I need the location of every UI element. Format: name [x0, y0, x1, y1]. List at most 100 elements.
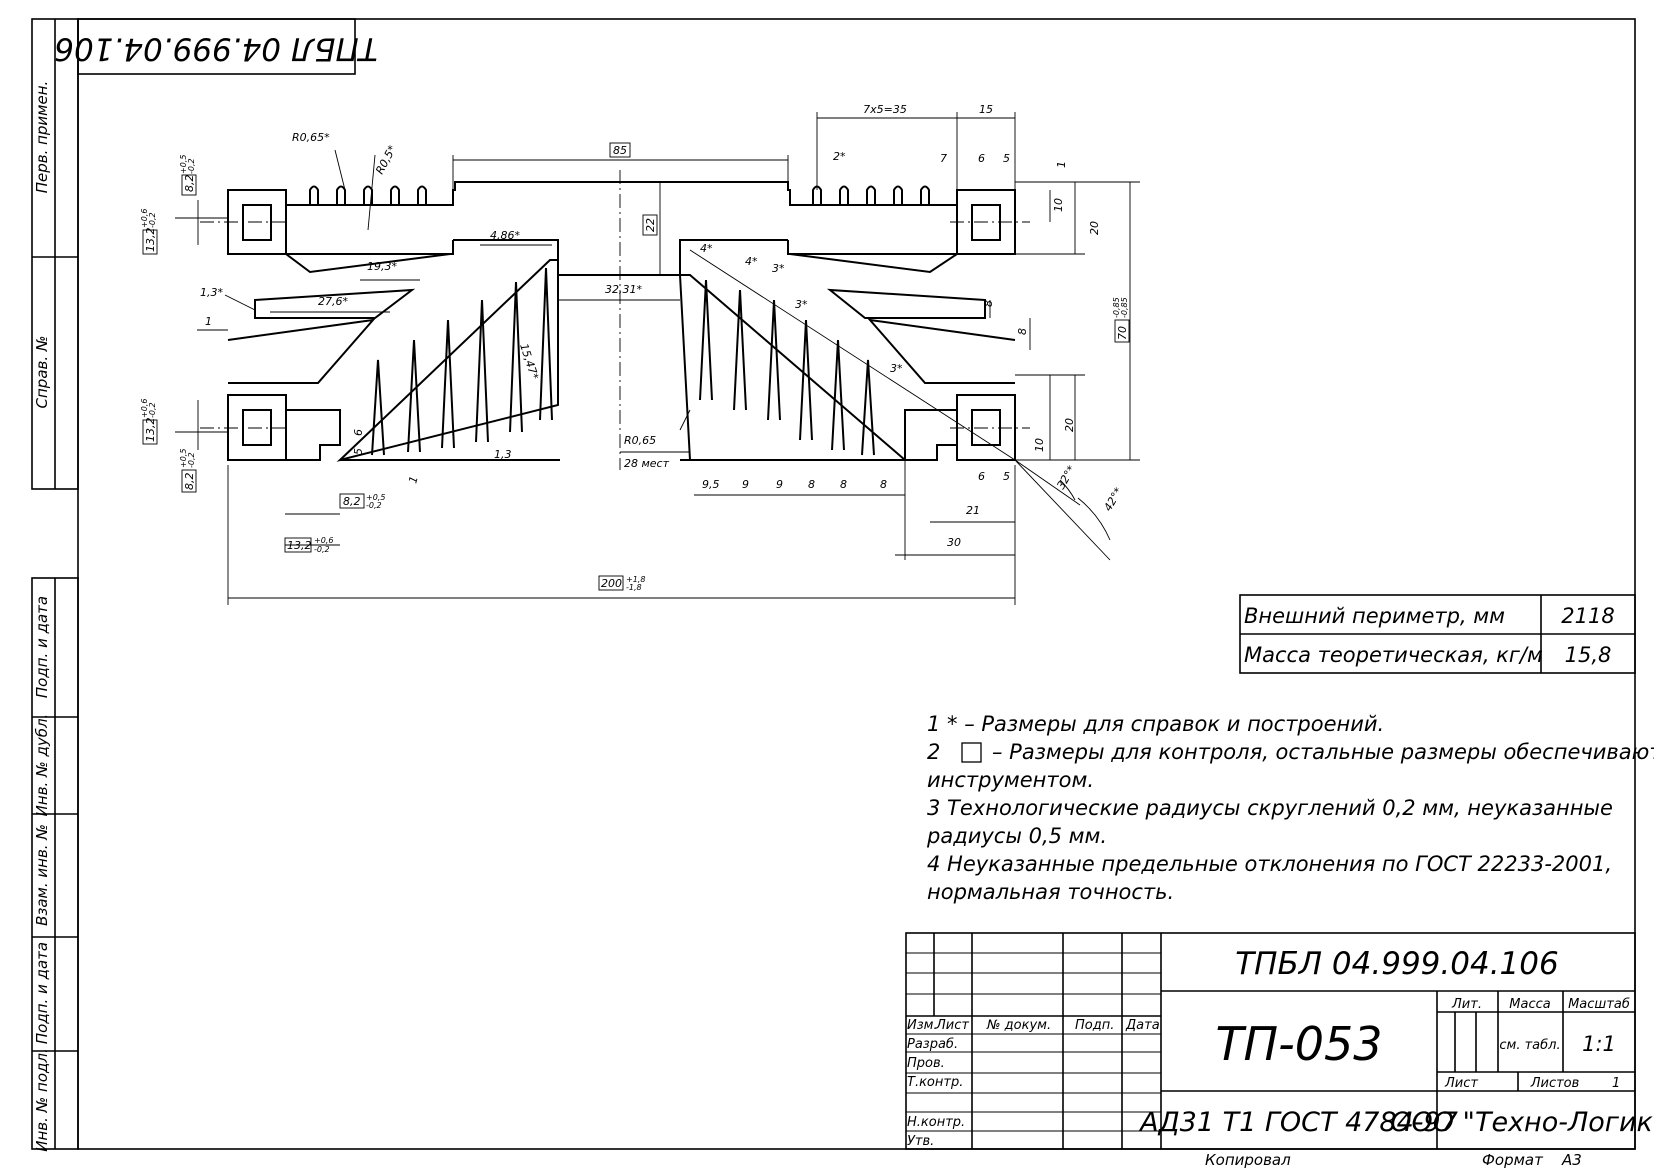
- dim-1-bottom: 1: [406, 475, 420, 485]
- side-label-inv-dubl: Инв. № дубл.: [33, 714, 51, 817]
- dim-r065-a: R0,65*: [292, 131, 330, 144]
- dim-3s-a: 3*: [772, 262, 785, 275]
- tb-col-data: Дата: [1125, 1018, 1160, 1033]
- note-1: 1 * – Размеры для справок и построений.: [927, 712, 1384, 736]
- dim-8-b: 8: [1016, 328, 1029, 335]
- dim-82-bottom-h-tol-dn: -0,2: [366, 501, 382, 510]
- properties-table: Внешний периметр, мм 2118 Масса теоретич…: [1239, 594, 1636, 674]
- dim-82-bottom-tol-up: +0,5: [179, 449, 188, 468]
- tb-tkontr: Т.контр.: [907, 1075, 963, 1090]
- tb-col-izm: Изм.: [907, 1018, 938, 1033]
- tb-material: АД31 Т1 ГОСТ 4784-97: [1138, 1107, 1458, 1138]
- dim-13: 1,3: [494, 448, 512, 461]
- tb-col-list: Лист: [935, 1018, 969, 1033]
- dim-132-bottom-h: 13,2: [287, 539, 312, 552]
- dim-6-bottom: 6: [978, 470, 985, 483]
- tb-utv: Утв.: [907, 1134, 934, 1149]
- prop-value-perimeter: 2118: [1561, 604, 1614, 628]
- tb-scale-value: 1:1: [1582, 1032, 1616, 1056]
- dim-30: 30: [947, 536, 961, 549]
- dim-486: 4,86*: [490, 229, 520, 242]
- dim-10-top: 10: [1052, 198, 1065, 212]
- side-label-sprav-no: Справ. №: [33, 336, 51, 409]
- dim-8-a: 8: [982, 300, 995, 307]
- note-2-num: 2: [927, 740, 940, 764]
- dim-6-left: 6: [352, 429, 365, 436]
- tb-list-label: Лист: [1444, 1076, 1478, 1091]
- dim-82-top-tol-up: +0,5: [179, 155, 188, 174]
- dim-9-b: 9: [776, 478, 783, 491]
- tb-masshtab: Масштаб: [1568, 997, 1630, 1012]
- dim-r05: R0,5*: [373, 143, 399, 177]
- dim-5-top: 5: [1003, 152, 1010, 165]
- dim-15: 15: [979, 103, 993, 116]
- tb-nkontr: Н.контр.: [907, 1115, 965, 1130]
- dim-70-tol-dn: -0,85: [1120, 297, 1129, 318]
- tb-massa: Масса: [1509, 997, 1550, 1012]
- dim-r065: R0,65: [624, 434, 656, 447]
- dim-21: 21: [966, 504, 980, 517]
- dim-200: 200: [601, 577, 622, 590]
- tb-company: ООО "Техно-Логика": [1390, 1107, 1654, 1138]
- dim-20-bottom: 20: [1063, 418, 1076, 432]
- dim-1-left: 1: [205, 315, 212, 328]
- dim-7: 7: [940, 152, 947, 165]
- dim-132-top: 13,2: [144, 228, 157, 253]
- dim-22: 22: [644, 218, 657, 232]
- dim-132-top-tol-up: +0,6: [140, 209, 149, 228]
- dim-3231: 32,31*: [605, 283, 642, 296]
- dim-5-left: 5: [352, 448, 365, 455]
- note-4-b: нормальная точность.: [927, 880, 1174, 904]
- tb-massa-value: см. табл.: [1499, 1038, 1560, 1053]
- footer-format-value: А3: [1561, 1151, 1582, 1169]
- prop-value-mass: 15,8: [1565, 643, 1612, 667]
- dim-7x5: 7х5=35: [863, 103, 907, 116]
- dim-132-bottom-tol-up: +0,6: [140, 399, 149, 418]
- dim-132-bottom-h-tol-up: +0,6: [314, 536, 333, 545]
- dim-70: 70: [1116, 326, 1129, 340]
- note-3-a: 3 Технологические радиусы скруглений 0,2…: [927, 796, 1613, 820]
- tb-razrab: Разраб.: [907, 1037, 958, 1052]
- dim-200-tol-dn: -1,8: [626, 583, 642, 592]
- dim-82-top-tol-dn: -0,2: [187, 158, 196, 174]
- side-label-perv-primen: Перв. примен.: [33, 81, 51, 194]
- dim-32deg: 32°*: [1054, 463, 1078, 492]
- dim-8-d: 8: [840, 478, 847, 491]
- footer-kopiroval: Копировал: [1205, 1151, 1291, 1169]
- dim-82-top: 8,2: [183, 175, 196, 193]
- dim-200-tol-up: +1,8: [626, 575, 645, 584]
- dim-82-bottom-tol-dn: -0,2: [187, 452, 196, 468]
- tb-col-podp: Подп.: [1075, 1018, 1114, 1033]
- dim-193: 19,3*: [367, 260, 397, 273]
- dim-132-bottom: 13,2: [144, 418, 157, 443]
- dimension-lines: [175, 112, 1140, 605]
- dim-8-e: 8: [880, 478, 887, 491]
- dim-42deg: 42°*: [1101, 485, 1125, 514]
- control-box-icon: [961, 742, 982, 763]
- tb-doc-number: ТПБЛ 04.999.04.106: [1235, 946, 1558, 982]
- dim-6-top: 6: [978, 152, 985, 165]
- side-label-podp-data-1: Подп. и дата: [33, 596, 51, 698]
- dim-13s: 1,3*: [200, 286, 223, 299]
- tb-col-dokum: № докум.: [986, 1018, 1051, 1033]
- prop-label-perimeter: Внешний периметр, мм: [1244, 604, 1505, 628]
- note-2-text: – Размеры для контроля, остальные размер…: [992, 740, 1654, 764]
- stamp-box: [77, 18, 356, 75]
- dim-3s-b: 3*: [795, 298, 808, 311]
- tb-listov-value: 1: [1612, 1076, 1620, 1091]
- dim-8-c: 8: [808, 478, 815, 491]
- dim-82-bottom-h: 8,2: [343, 495, 361, 508]
- dim-2s: 2*: [833, 150, 846, 163]
- dim-9-a: 9: [742, 478, 749, 491]
- dim-132-top-tol-dn: -0,2: [148, 212, 157, 228]
- dim-276: 27,6*: [318, 295, 348, 308]
- dim-4s-a: 4*: [700, 242, 713, 255]
- tb-lit: Лит.: [1451, 997, 1482, 1012]
- dim-70-tol-up: -0,85: [1112, 297, 1121, 318]
- dim-10-bottom: 10: [1033, 438, 1046, 452]
- dim-4s-b: 4*: [745, 255, 758, 268]
- notes: 1 * – Размеры для справок и построений. …: [926, 712, 1654, 904]
- dim-5-bottom: 5: [1003, 470, 1010, 483]
- dim-132-bottom-h-tol-dn: -0,2: [314, 545, 330, 554]
- heatsink-profile: [227, 181, 1016, 462]
